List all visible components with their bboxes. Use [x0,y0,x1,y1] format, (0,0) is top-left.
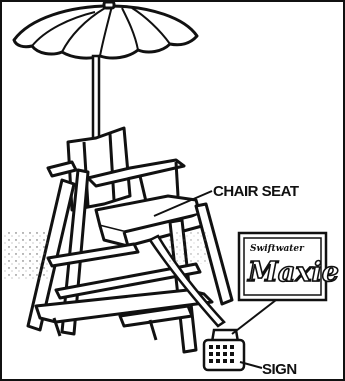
sign-detail-leader [232,300,276,334]
umbrella-pole [93,56,99,142]
sign-brand-large: Maxie [247,257,339,288]
sign-detail-box: Swiftwater Maxie [239,233,339,300]
sign-brand-small: Swiftwater [250,244,305,254]
sand-texture-2 [168,230,208,264]
chair-seat-label: CHAIR SEAT [213,183,299,200]
umbrella-canopy [14,2,197,58]
sand-texture [4,232,48,280]
sign-illustration [204,330,244,370]
sign-label: SIGN [262,361,297,378]
